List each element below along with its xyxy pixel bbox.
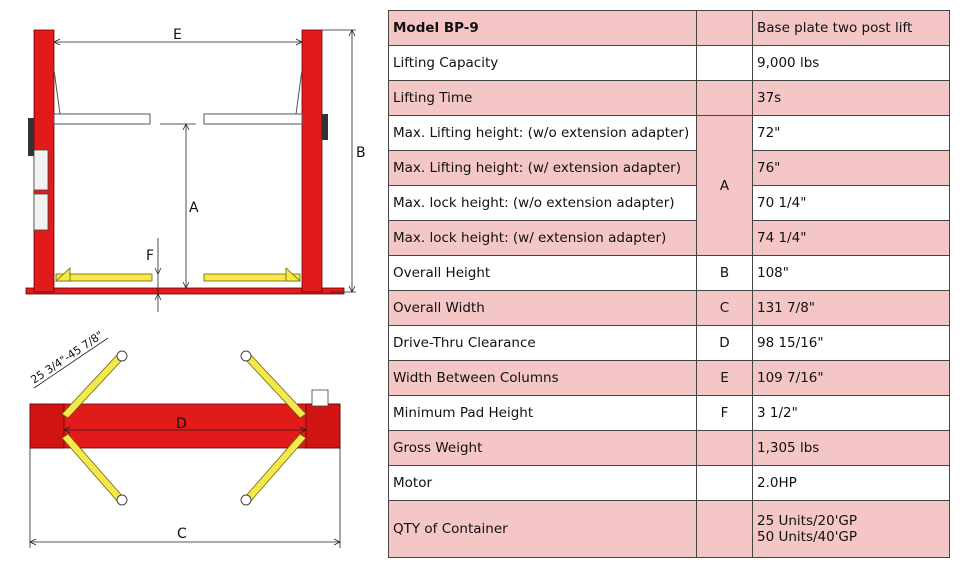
row-value: Base plate two post lift xyxy=(752,10,950,46)
row-code xyxy=(696,80,753,116)
row-label: Max. lock height: (w/o extension adapter… xyxy=(388,185,697,221)
row-code xyxy=(696,500,753,558)
table-row: Minimum Pad Height F 3 1/2" xyxy=(388,395,950,431)
row-value: 25 Units/20'GP 50 Units/40'GP xyxy=(752,500,950,558)
table-row: Max. Lifting height: (w/o extension adap… xyxy=(388,115,950,256)
table-row: Drive-Thru Clearance D 98 15/16" xyxy=(388,325,950,361)
dimension-b xyxy=(322,29,356,293)
row-label: Motor xyxy=(388,465,697,501)
qty-line-40gp: 50 Units/40'GP xyxy=(757,529,858,545)
dimension-c xyxy=(29,448,341,548)
row-value: 9,000 lbs xyxy=(752,45,950,81)
row-code: B xyxy=(696,255,753,291)
row-code xyxy=(696,430,753,466)
power-unit xyxy=(33,193,49,231)
label-d: D xyxy=(176,416,187,432)
spec-table: Model BP-9 Base plate two post lift Lift… xyxy=(388,10,950,558)
table-row: Max. lock height: (w/o extension adapter… xyxy=(388,185,950,221)
row-value: 108" xyxy=(752,255,950,291)
row-label: Overall Height xyxy=(388,255,697,291)
qty-line-20gp: 25 Units/20'GP xyxy=(757,513,858,529)
label-f: F xyxy=(146,248,154,264)
row-value: 70 1/4" xyxy=(752,185,950,221)
row-label: Max. lock height: (w/ extension adapter) xyxy=(388,220,697,256)
row-label: Gross Weight xyxy=(388,430,697,466)
label-e: E xyxy=(173,27,182,43)
table-row: Lifting Time 37s xyxy=(388,80,950,116)
label-b: B xyxy=(356,145,366,161)
row-value: 72" xyxy=(752,115,950,151)
row-label: Minimum Pad Height xyxy=(388,395,697,431)
label-c: C xyxy=(177,526,187,542)
top-column-left xyxy=(29,403,65,449)
row-code-group: A xyxy=(696,115,753,256)
cylinder-right xyxy=(322,114,328,140)
row-code xyxy=(696,465,753,501)
row-value: 98 15/16" xyxy=(752,325,950,361)
table-row: Lifting Capacity 9,000 lbs xyxy=(388,45,950,81)
row-label: Lifting Time xyxy=(388,80,697,116)
row-code: E xyxy=(696,360,753,396)
row-label: Max. Lifting height: (w/o extension adap… xyxy=(388,115,697,151)
row-label: Drive-Thru Clearance xyxy=(388,325,697,361)
label-a: A xyxy=(189,200,199,216)
row-value: 109 7/16" xyxy=(752,360,950,396)
top-beam xyxy=(29,403,341,449)
lift-diagram: E B A F xyxy=(25,27,366,548)
right-column xyxy=(301,29,323,293)
table-row: Overall Height B 108" xyxy=(388,255,950,291)
table-row: Max. lock height: (w/ extension adapter)… xyxy=(388,220,950,256)
row-label: Width Between Columns xyxy=(388,360,697,396)
row-value: 131 7/8" xyxy=(752,290,950,326)
table-row: Overall Width C 131 7/8" xyxy=(388,290,950,326)
top-motor xyxy=(311,389,329,407)
cylinder-left xyxy=(28,118,34,156)
row-value: 2.0HP xyxy=(752,465,950,501)
swing-arms xyxy=(61,353,307,503)
dimension-d xyxy=(63,426,307,434)
row-label: Lifting Capacity xyxy=(388,45,697,81)
table-row: Gross Weight 1,305 lbs xyxy=(388,430,950,466)
row-label: Model BP-9 xyxy=(388,10,697,46)
row-code: F xyxy=(696,395,753,431)
dimension-e xyxy=(53,38,303,46)
row-value: 76" xyxy=(752,150,950,186)
row-code: C xyxy=(696,290,753,326)
dimension-arm xyxy=(33,337,109,389)
control-box xyxy=(33,149,49,191)
table-row: Motor 2.0HP xyxy=(388,465,950,501)
dimension-f xyxy=(154,238,162,312)
table-row: Model BP-9 Base plate two post lift xyxy=(388,10,950,46)
row-value: 74 1/4" xyxy=(752,220,950,256)
table-row: Width Between Columns E 109 7/16" xyxy=(388,360,950,396)
lower-arms xyxy=(54,267,302,282)
top-column-right xyxy=(305,403,341,449)
front-view: E B A F xyxy=(25,27,366,312)
top-view: D 25 3/4"-45 7/8" C xyxy=(28,328,341,548)
row-label: Overall Width xyxy=(388,290,697,326)
upper-arms xyxy=(53,69,303,125)
row-value: 37s xyxy=(752,80,950,116)
row-code: D xyxy=(696,325,753,361)
row-value: 3 1/2" xyxy=(752,395,950,431)
row-code xyxy=(696,10,753,46)
arm-pads xyxy=(116,350,252,506)
table-row: Max. Lifting height: (w/ extension adapt… xyxy=(388,150,950,186)
base-plate xyxy=(25,287,345,295)
label-arm-range: 25 3/4"-45 7/8" xyxy=(28,328,105,386)
row-label: Max. Lifting height: (w/ extension adapt… xyxy=(388,150,697,186)
dimension-a xyxy=(160,123,196,289)
row-value: 1,305 lbs xyxy=(752,430,950,466)
row-code xyxy=(696,45,753,81)
table-row: QTY of Container 25 Units/20'GP 50 Units… xyxy=(388,500,950,558)
row-label: QTY of Container xyxy=(388,500,697,558)
